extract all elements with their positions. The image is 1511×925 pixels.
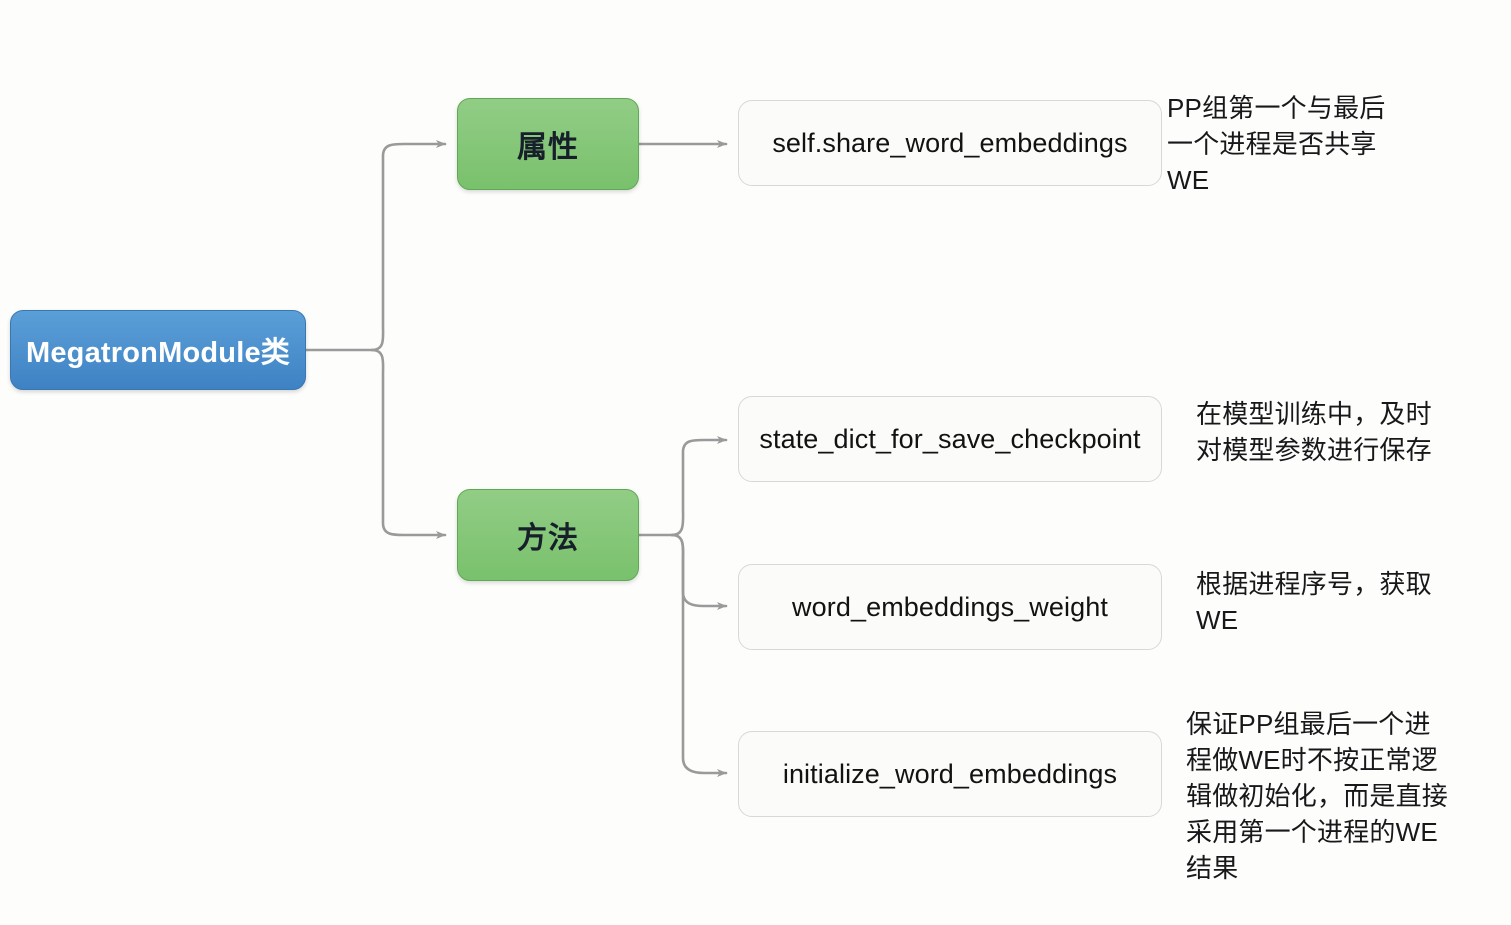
branch-node-methods[interactable]: 方法 [457,489,639,581]
leaf-node-share-word-embeddings[interactable]: self.share_word_embeddings [738,100,1162,186]
root-node-label: MegatronModule类 [26,337,290,369]
edge-root-to-attributes [370,140,447,352]
branch-node-attributes[interactable]: 属性 [457,98,639,190]
leaf-node-word-embeddings-weight-label: word_embeddings_weight [792,591,1108,622]
leaf-node-initialize-word-embeddings-label: initialize_word_embeddings [782,758,1118,789]
edge-root-to-methods [370,348,447,539]
annotation-initialize-word-embeddings: 保证PP组最后一个进 程做WE时不按正常逻 辑做初始化，而是直接 采用第一个进程… [1186,709,1449,883]
leaf-node-state-dict-for-save-checkpoint[interactable]: state_dict_for_save_checkpoint [738,396,1162,482]
leaf-node-word-embeddings-weight[interactable]: word_embeddings_weight [738,564,1162,650]
annotation-share-word-embeddings: PP组第一个与最后 一个进程是否共享 WE [1167,93,1386,195]
annotation-word-embeddings-weight: 根据进程序号，获取 WE [1196,569,1432,635]
branch-node-methods-label: 方法 [517,522,579,555]
annotation-state-dict-for-save-checkpoint: 在模型训练中，及时 对模型参数进行保存 [1196,399,1432,465]
edge-methods-to-leaf-3 [670,533,728,610]
leaf-node-state-dict-for-save-checkpoint-label: state_dict_for_save_checkpoint [759,423,1141,454]
edge-methods-to-leaf-2 [670,436,728,537]
root-node-megatronmodule[interactable]: MegatronModule类 [10,310,306,390]
edge-methods-to-leaf-4 [670,533,728,777]
leaf-node-share-word-embeddings-label: self.share_word_embeddings [772,127,1128,158]
leaf-node-initialize-word-embeddings[interactable]: initialize_word_embeddings [738,731,1162,817]
branch-node-attributes-label: 属性 [517,131,579,164]
